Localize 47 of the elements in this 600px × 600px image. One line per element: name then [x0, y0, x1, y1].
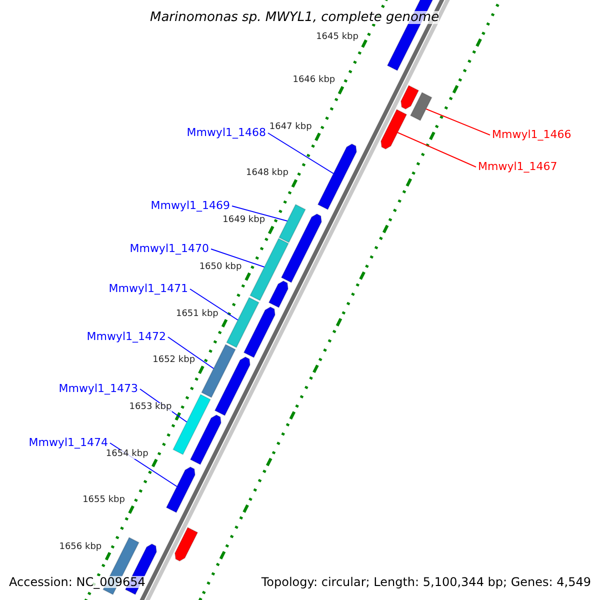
gene-label: Mmwyl1_1473 [58, 383, 138, 394]
tick-label: 1653 kbp [129, 402, 172, 412]
gene-label: Mmwyl1_1471 [108, 283, 188, 294]
gene-glyph [190, 414, 222, 466]
gene-glyph [268, 280, 289, 308]
gene-label: Mmwyl1_1470 [130, 243, 209, 254]
tick-label: 1649 kbp [222, 216, 266, 226]
leader-line [232, 206, 288, 222]
leader-line [268, 132, 334, 174]
gene-glyph [400, 84, 420, 110]
accession-text: Accession: NC_009654 [9, 576, 146, 588]
gene-glyph [226, 296, 260, 348]
gene-glyph [410, 92, 432, 122]
gene-glyph [380, 108, 408, 150]
tick-label: 1656 kbp [59, 543, 102, 552]
gene-glyph [172, 394, 212, 456]
leader-line [426, 108, 490, 136]
gene-label: Mmwyl1_1469 [150, 200, 230, 211]
gene-glyph [166, 466, 196, 514]
gene-glyph [174, 526, 198, 562]
gene-label: Mmwyl1_1474 [28, 437, 108, 448]
tick-label: 1655 kbp [82, 496, 125, 506]
gene-glyph [249, 238, 290, 302]
gene-glyph [280, 213, 322, 284]
leader-line [210, 248, 265, 268]
tick-label: 1652 kbp [152, 356, 196, 366]
tick-label: 1646 kbp [292, 76, 336, 85]
gene-label: Mmwyl1_1468 [186, 127, 266, 138]
gene-label: Mmwyl1_1472 [86, 331, 166, 342]
tick-label: 1654 kbp [106, 450, 148, 459]
leader-line [397, 132, 476, 168]
tick-label: 1647 kbp [269, 122, 312, 132]
gene-label: Mmwyl1_1467 [478, 161, 558, 172]
title: Marinomonas sp. MWYL1, complete genome [150, 11, 440, 24]
leader-line [190, 288, 238, 320]
gene-glyph [278, 204, 306, 244]
tick-label: 1650 kbp [199, 262, 242, 272]
gene-glyph [243, 306, 276, 358]
genome-summary-text: Topology: circular; Length: 5,100,344 bp; Genes: 4,549 [261, 576, 591, 588]
gene-glyph [200, 344, 236, 398]
tick-label: 1651 kbp [176, 310, 218, 318]
leader-line [168, 336, 214, 369]
gene-label: Mmwyl1_1466 [492, 129, 572, 140]
gene-glyph [317, 143, 358, 210]
tick-label: 1645 kbp [316, 33, 358, 42]
gene-glyph [214, 356, 251, 416]
tick-label: 1648 kbp [246, 169, 288, 178]
